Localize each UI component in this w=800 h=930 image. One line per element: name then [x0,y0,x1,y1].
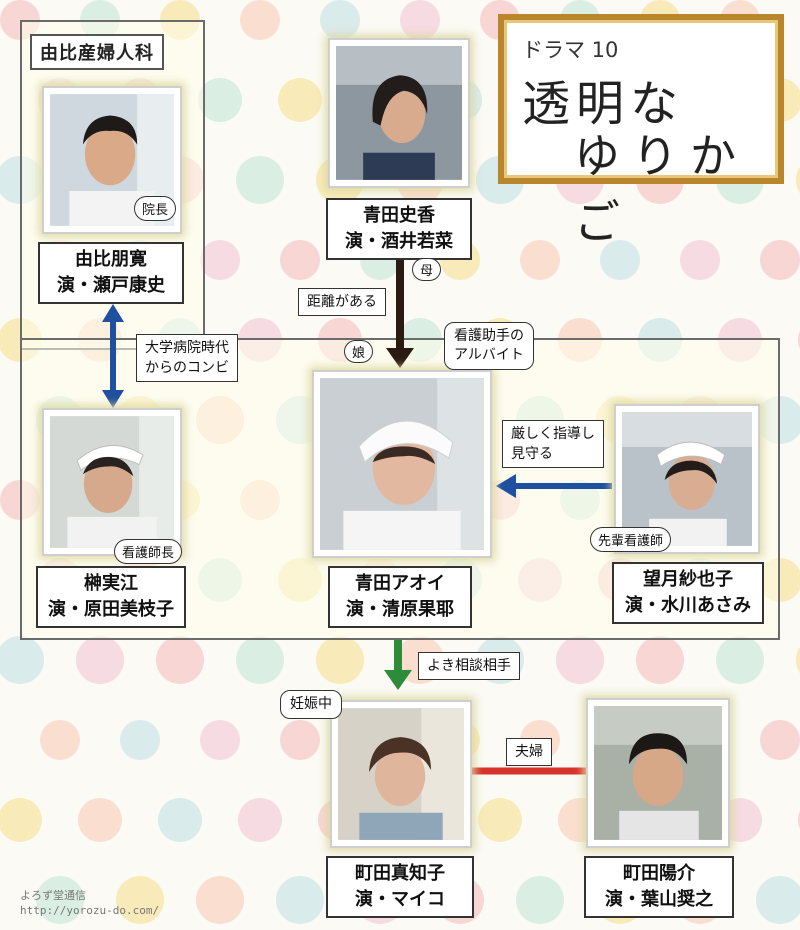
label-combo-line1: 大学病院時代 [145,340,229,356]
namebox-machiko: 町田真知子 演・マイコ [326,856,474,918]
photo-machiko [330,700,472,848]
background-dot [120,720,160,760]
background-dot [600,240,640,280]
actor-aoi: 演・清原果耶 [346,599,454,620]
photo-yosuke [586,698,730,848]
background-dot [760,240,800,280]
background-dot [76,636,124,684]
background-dot [556,636,604,684]
photo-sakaki [42,408,182,556]
namebox-mochizuki: 望月紗也子 演・水川あさみ [612,562,764,624]
background-dot [760,720,800,760]
background-dot [636,636,684,684]
background-dot [236,636,284,684]
title-subtitle: ドラマ 10 [522,38,619,62]
background-dot [116,876,164,924]
name-aoi: 青田アオイ [355,573,445,594]
role-tag-sakaki: 看護師長 [114,539,183,564]
label-couple: 夫婦 [506,738,552,766]
label-combo-line2: からのコンビ [145,360,229,376]
background-dot [516,876,564,924]
actor-sakaki: 演・原田美枝子 [48,599,174,620]
background-dot [756,876,800,924]
background-dot [478,798,522,842]
name-yosuke: 町田陽介 [623,863,695,884]
label-strict-guidance: 厳しく指導し 見守る [502,420,604,468]
background-dot [78,798,122,842]
background-dot [400,0,440,40]
actor-mochizuki: 演・水川あさみ [625,595,751,616]
label-combo: 大学病院時代 からのコンビ [136,334,238,382]
label-strict-line2: 見守る [511,446,553,462]
name-sakaki: 榊実江 [84,573,138,594]
background-dot [196,876,244,924]
namebox-fumika: 青田史香 演・酒井若菜 [326,198,472,260]
background-dot [520,240,560,280]
label-mother: 母 [412,258,442,281]
title-line-2: ゆりかご [574,129,748,249]
speech-pregnant: 妊娠中 [280,690,342,719]
speech-aoi-line1: 看護助手の [454,328,524,344]
actor-yosuke: 演・葉山奨之 [605,889,713,910]
background-dot [320,0,360,40]
name-machiko: 町田真知子 [355,863,445,884]
background-dot [240,0,280,40]
role-tag-yui: 院長 [134,196,177,221]
background-dot [200,240,240,280]
background-dot [236,156,284,204]
background-dot [716,636,764,684]
actor-machiko: 演・マイコ [355,889,445,910]
namebox-yui: 由比朋寛 演・瀬戸康史 [38,242,184,304]
background-dot [200,720,240,760]
background-dot [280,240,320,280]
photo-mochizuki [614,404,760,554]
name-yui: 由比朋寛 [75,249,147,270]
name-fumika: 青田史香 [363,205,435,226]
namebox-sakaki: 榊実江 演・原田美枝子 [36,566,186,628]
label-distance: 距離がある [298,288,386,316]
background-dot [238,798,282,842]
background-dot [156,636,204,684]
label-daughter: 娘 [344,340,374,363]
background-dot [680,240,720,280]
background-dot [158,798,202,842]
label-strict-line1: 厳しく指導し [511,426,595,442]
actor-fumika: 演・酒井若菜 [345,231,453,252]
background-dot [796,166,800,194]
role-tag-mochizuki: 先輩看護師 [590,527,672,552]
background-dot [278,78,322,122]
site-credit: よろず堂通信 http://yorozu-do.com/ [20,888,159,918]
clinic-label: 由比産婦人科 [30,34,164,70]
speech-aoi-line2: アルバイト [454,347,524,363]
title-board: ドラマ 10 透明な ゆりかご [498,14,784,249]
background-dot [796,646,800,674]
background-dot [0,798,42,842]
speech-aoi-parttime: 看護助手の アルバイト [444,322,534,370]
title-line-1: 透明な [522,76,685,132]
credit-url: http://yorozu-do.com/ [20,904,160,917]
name-mochizuki: 望月紗也子 [643,569,733,590]
background-dot [276,876,324,924]
background-dot [280,720,320,760]
photo-aoi [312,370,492,558]
credit-site-name: よろず堂通信 [20,889,86,902]
background-dot [36,876,84,924]
actor-yui: 演・瀬戸康史 [57,275,165,296]
namebox-yosuke: 町田陽介 演・葉山奨之 [584,856,734,918]
namebox-aoi: 青田アオイ 演・清原果耶 [328,566,472,628]
photo-fumika [328,38,470,188]
background-dot [316,636,364,684]
background-dot [40,720,80,760]
background-dot [198,78,242,122]
label-consult: よき相談相手 [418,652,520,680]
background-dot [0,636,44,684]
